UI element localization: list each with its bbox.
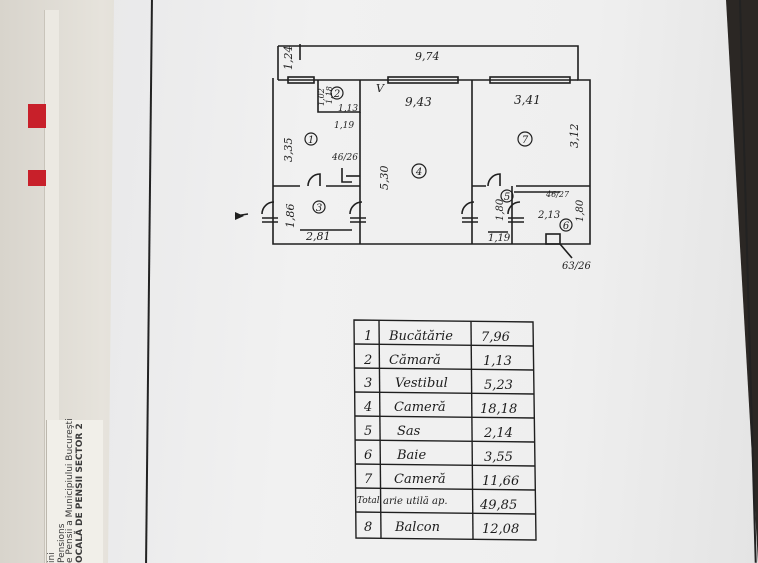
- room-number-3: 3: [316, 203, 322, 214]
- dim-room2-d: 1,19: [334, 121, 354, 131]
- dim-room3-height: 1,86: [284, 204, 297, 229]
- room5-note: 46/27: [545, 190, 570, 199]
- window-room-4: [387, 76, 459, 84]
- row-1-area: 7,96: [481, 330, 510, 345]
- room-7-circle: [517, 131, 533, 147]
- door-sas: [461, 201, 475, 215]
- dim-room6-width: 2,13: [537, 210, 560, 221]
- door-entrance: [261, 201, 275, 215]
- room-1-circle: [304, 132, 318, 146]
- row-total-label: Total: [357, 496, 380, 506]
- dim-room1-height: 3,35: [282, 138, 295, 163]
- door-kitchen: [307, 173, 321, 187]
- row-2-area: 1,13: [483, 354, 512, 369]
- red-tab-mark-lower: [28, 170, 46, 186]
- room-number-4: 4: [415, 167, 422, 178]
- row-4-no: 4: [364, 400, 373, 415]
- dim-room7-width: 3,41: [514, 93, 541, 107]
- wall-room-2: [317, 80, 361, 113]
- row-6-area: 3,55: [484, 450, 513, 465]
- floor-plan-sheet: [108, 0, 758, 563]
- pension-form-edge: ini Pensions e Pensii a Municipiului Buc…: [46, 418, 103, 563]
- row-total-name: arie utilă ap.: [383, 496, 448, 507]
- room-number-2: 2: [333, 89, 340, 100]
- dim-room2-b: 1,18: [325, 86, 334, 104]
- room6-note: 63/26: [562, 261, 591, 272]
- row-3-area: 5,23: [484, 378, 513, 393]
- room-number-7: 7: [522, 135, 529, 146]
- dim-room6-height: 1,80: [575, 199, 586, 222]
- row-4-area: 18,18: [480, 402, 518, 417]
- row-1-no: 1: [364, 329, 373, 344]
- row-7-area: 11,66: [482, 474, 520, 489]
- row-6-name: Baie: [397, 448, 427, 463]
- row-5-name: Sas: [397, 424, 421, 439]
- row-6-no: 6: [364, 448, 373, 463]
- dim-room4-width: 9,43: [405, 95, 432, 109]
- dim-room5-width: 1,19: [488, 233, 511, 244]
- row-1-name: Bucătărie: [389, 329, 453, 344]
- dim-room2-a: 1,13: [338, 104, 358, 114]
- row-3-name: Vestibul: [395, 376, 448, 391]
- room-2-circle: [330, 86, 344, 100]
- row-2-no: 2: [364, 353, 373, 368]
- dim-room2-c: 1,02: [317, 88, 326, 106]
- dim-room4-height: 5,30: [378, 166, 391, 191]
- row-2-name: Cămară: [389, 353, 441, 368]
- row-7-name: Cameră: [394, 472, 446, 487]
- room-number-6: 6: [563, 221, 570, 232]
- row-8-no: 8: [364, 520, 373, 535]
- door-room-4: [349, 201, 363, 215]
- dim-room7-height: 3,12: [568, 124, 581, 149]
- row-5-no: 5: [364, 424, 373, 439]
- dim-top-left: 1,24: [282, 46, 295, 71]
- dim-room3-width: 2,81: [305, 230, 331, 243]
- row-8-name: Balcon: [395, 520, 440, 535]
- window-room-7: [489, 76, 571, 84]
- row-7-no: 7: [364, 472, 373, 487]
- row-3-no: 3: [364, 376, 373, 391]
- red-tab-mark: [28, 104, 46, 128]
- row-4-name: Cameră: [394, 400, 446, 415]
- room-5-circle: [500, 189, 514, 203]
- room1-area-note: 46/26: [331, 153, 358, 163]
- row-8-area: 12,08: [482, 522, 520, 537]
- area-table-grid: [353, 319, 537, 541]
- room-number-5: 5: [504, 192, 510, 203]
- outer-wall: [272, 45, 591, 245]
- room-6-circle: [559, 218, 573, 232]
- row-total-area: 49,85: [480, 498, 518, 513]
- door-bath: [507, 201, 521, 215]
- window-room-1: [287, 76, 315, 84]
- room-number-1: 1: [308, 135, 314, 146]
- door-v-mark: V: [376, 82, 385, 95]
- row-5-area: 2,14: [484, 426, 513, 441]
- room-4-circle: [411, 163, 427, 179]
- dim-top-length: 9,74: [415, 50, 440, 63]
- dim-room5-height: 1,80: [495, 198, 506, 221]
- door-room-7: [487, 173, 501, 187]
- room-3-circle: [312, 200, 326, 214]
